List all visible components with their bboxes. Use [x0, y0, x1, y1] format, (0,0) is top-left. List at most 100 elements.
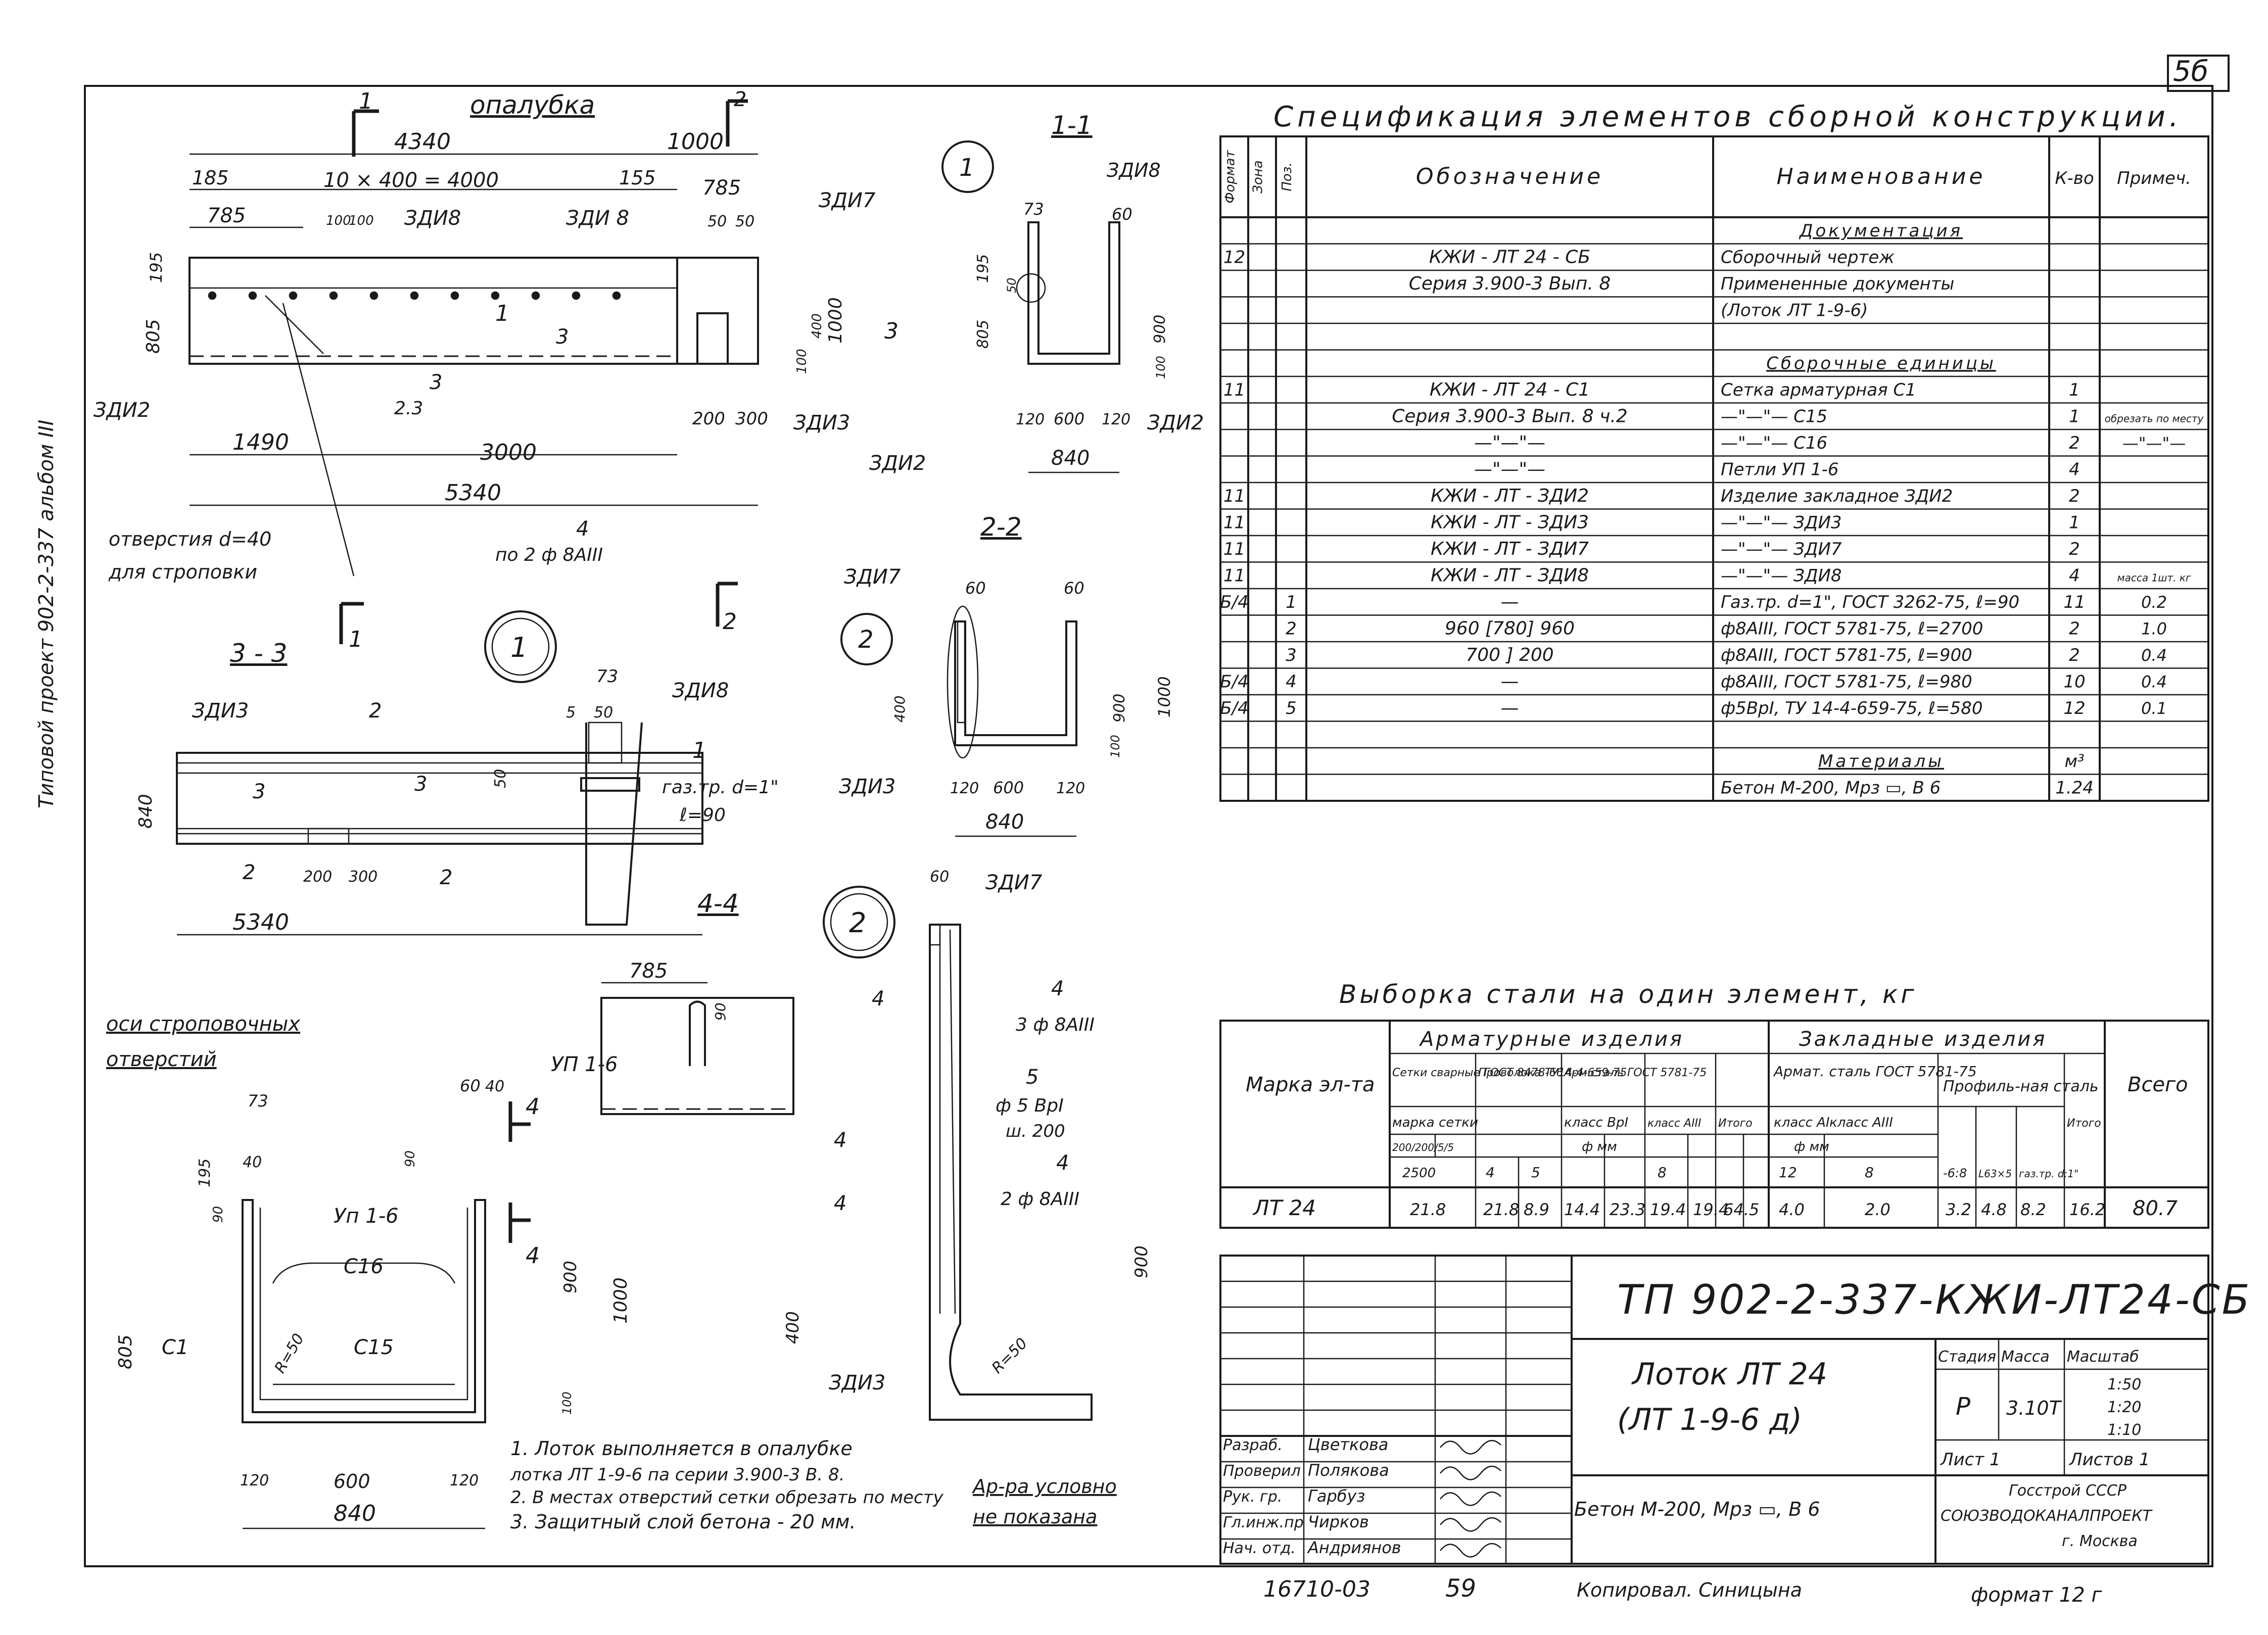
title-material: Бетон М-200, Мрз ▭, В 6 [1574, 1498, 1820, 1520]
steel-value: 4.0 [1779, 1200, 1805, 1219]
sec22-120b: 120 [1056, 780, 1085, 797]
steel-value: 19.4 [1650, 1200, 1686, 1219]
spec-cell: ф5ВрI, ТУ 14-4-659-75, ℓ=580 [1721, 698, 1982, 718]
node-1-detail: 1 2 73 ЗДИ8 5 50 50 1 газ.тр. d=1" ℓ=90 [484, 582, 779, 926]
node-1-cut: 2 [723, 609, 737, 635]
spec-cell: 960 [780] 960 [1445, 618, 1575, 639]
sec44-90: 90 [712, 1002, 729, 1021]
sec11-73: 73 [1023, 200, 1044, 219]
spec-cell: — [1501, 671, 1519, 692]
tb-role: Гл.инж.пр [1223, 1514, 1304, 1531]
spec-cell: 1 [2069, 406, 2080, 426]
steel-h-fmm1: ф мм [1582, 1139, 1617, 1155]
spec-cell: 2 [1286, 618, 1297, 639]
title-scale-3: 1:10 [2107, 1421, 2141, 1439]
steel-value: 19.4 [1693, 1200, 1729, 1219]
steel-title: Выборка стали на один элемент, кг [1339, 980, 1917, 1009]
rebar-90a: 90 [211, 1206, 226, 1223]
spec-cell: 11 [1223, 539, 1245, 559]
spec-cell: 0.4 [2141, 672, 2167, 691]
rebar-120a: 120 [240, 1472, 269, 1489]
title-scale-1: 1:50 [2107, 1376, 2141, 1393]
steel-h-rebar: Арматурные изделия [1419, 1028, 1684, 1051]
node2-4d: 4 [834, 1192, 846, 1215]
rebar-40a: 40 [485, 1078, 504, 1095]
spec-cell: 2 [2069, 433, 2080, 453]
spec-cell: 11 [1223, 565, 1245, 586]
steel-h-itogo1: Итого [1718, 1117, 1753, 1130]
rebar-axes-1: оси строповочных [106, 1013, 300, 1036]
cut-mark-3: 3 [884, 318, 899, 344]
steel-value: 64.5 [1723, 1200, 1759, 1219]
drawing-name-1: Лоток ЛТ 24 [1631, 1357, 1827, 1392]
steel-value: 8.2 [2020, 1200, 2046, 1219]
node1-50: 50 [594, 704, 613, 722]
spec-cell: —"—"— [2122, 434, 2186, 453]
cut-mark-1: 1 [359, 88, 373, 114]
node2-f5: ф 5 ВрI [996, 1095, 1064, 1116]
steel-value: 2.0 [1865, 1200, 1891, 1219]
sec11-60: 60 [1112, 205, 1132, 224]
node2-2f8: 2 ф 8AIII [1001, 1189, 1079, 1210]
spec-cell: —"—"— ЗДИ8 [1721, 565, 1842, 586]
rebar-600: 600 [334, 1470, 370, 1493]
rebar-note-1: Ар-ра условно [971, 1475, 1117, 1498]
sec22-120a: 120 [950, 780, 979, 797]
spec-cell: — [1501, 698, 1519, 718]
section-33-cut: 1 [349, 627, 363, 652]
dim-3000: 3000 [480, 440, 537, 465]
spec-cell: (Лоток ЛТ 1-9-6) [1721, 300, 1868, 320]
dim-200: 200 [692, 409, 725, 429]
spec-cell: Серия 3.900-3 Вып. 8 [1409, 273, 1611, 294]
spec-frame [1219, 135, 2209, 802]
drawing-name-2: (ЛТ 1-9-6 д) [1617, 1402, 1802, 1437]
sec33-3a: 3 [253, 780, 265, 803]
node2-sh200: ш. 200 [1006, 1121, 1065, 1141]
spec-cell: 1.0 [2141, 619, 2167, 638]
title-stage-h: Стадия [1938, 1348, 1996, 1366]
node1-pipe: газ.тр. d=1" [662, 777, 779, 798]
spec-cell: Б/4 [1220, 592, 1248, 612]
spec-cell: 1 [2069, 380, 2080, 400]
steel-h-emb: Закладные изделия [1799, 1028, 2047, 1051]
spec-cell: КЖИ - ЛТ 24 - СБ [1429, 247, 1590, 267]
label-zdi2: ЗДИ2 [93, 399, 150, 422]
steel-h-meshval: 2500 [1402, 1166, 1436, 1181]
sec22-900: 900 [1111, 694, 1128, 723]
spec-cell: Материалы [1818, 751, 1944, 772]
node2-4a: 4 [872, 987, 884, 1011]
sec44-785: 785 [629, 959, 668, 983]
spec-cell: 2 [2069, 618, 2080, 639]
rebar-195: 195 [196, 1159, 214, 1187]
node2-3f8: 3 ф 8AIII [1016, 1015, 1095, 1035]
label-po2f8: по 2 ф 8AIII [495, 545, 603, 565]
steel-value: 4.8 [1981, 1200, 2007, 1219]
steel-value: 21.8 [1410, 1200, 1446, 1219]
note-holes: отверстия d=40 [109, 528, 271, 550]
cut-mark-2: 2 [734, 88, 746, 111]
sheet-frame [84, 85, 2213, 1567]
node-2-title: 2 [849, 907, 866, 939]
sec11-120b: 120 [1102, 411, 1130, 428]
steel-h-wireclass: класс ВрI [1564, 1115, 1628, 1130]
rebar-805: 805 [115, 1334, 136, 1369]
node1-5: 5 [566, 704, 576, 722]
rebar-900: 900 [560, 1261, 581, 1293]
title-sheets: Листов 1 [2068, 1450, 2150, 1470]
signature [1440, 1492, 1501, 1506]
node2-400: 400 [783, 1311, 803, 1344]
title-mass: 3.10Т [2006, 1397, 2062, 1419]
dim-4340: 4340 [394, 129, 451, 155]
spec-cell: Сборочные единицы [1766, 353, 1996, 373]
steel-h-d12: 12 [1779, 1164, 1797, 1181]
page-number: 59 [1445, 1574, 1476, 1603]
node-2-detail: 2 60 ЗДИ7 4 4 3 ф 8AIII 4 5 ф 5 ВрI ш. 2… [783, 868, 1152, 1421]
sheet-number-box [2167, 55, 2230, 92]
dim-100a: 100 [326, 213, 351, 228]
label-zdi3: ЗДИ3 [793, 411, 850, 435]
sec22-600: 600 [993, 778, 1024, 797]
spec-cell: 1.24 [2055, 778, 2094, 798]
tb-person: Чирков [1308, 1512, 1369, 1531]
label-23: 3 [430, 371, 442, 394]
copied-by: Копировал. Синицына [1577, 1579, 1802, 1601]
